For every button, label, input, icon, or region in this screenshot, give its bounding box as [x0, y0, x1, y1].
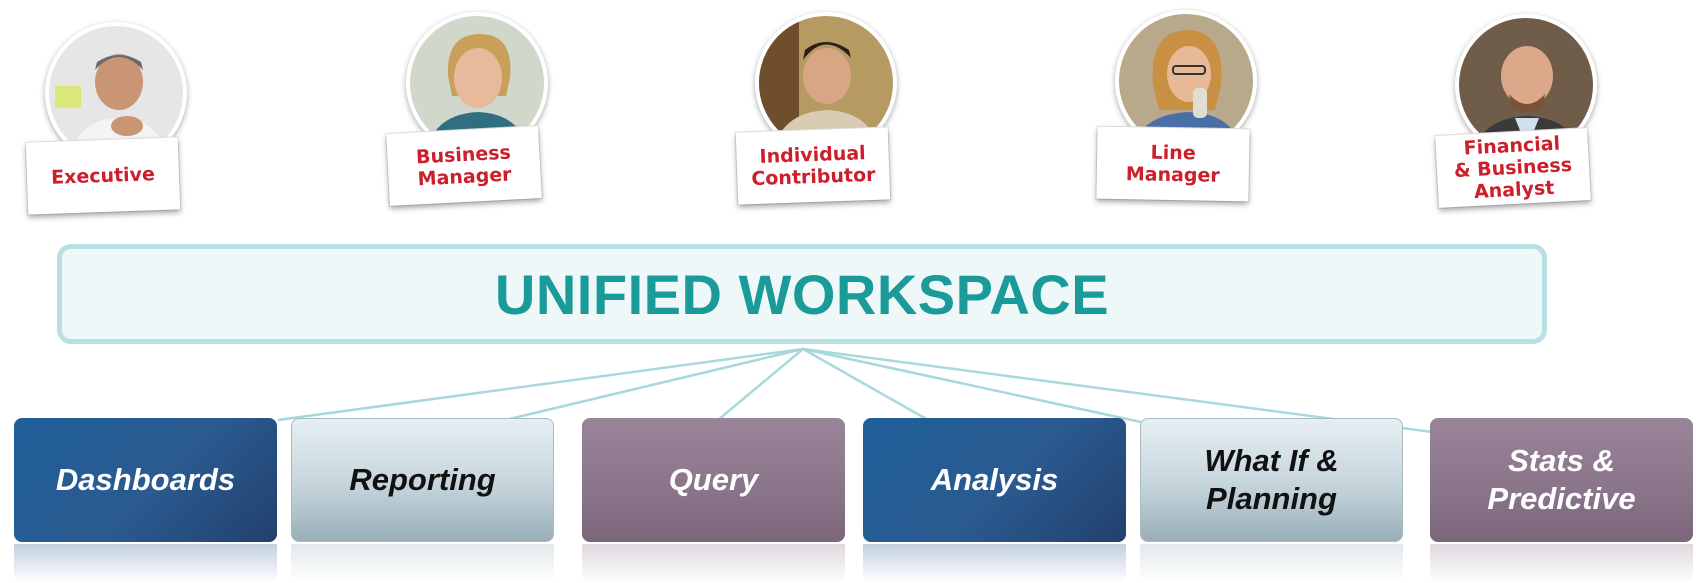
reflection: [863, 544, 1126, 583]
capability-what-if-planning: What If & Planning: [1140, 418, 1403, 542]
connector-what-if: [802, 347, 1151, 426]
unified-workspace-bar: UNIFIED WORKSPACE: [57, 244, 1547, 344]
capability-dashboards: Dashboards: [14, 418, 277, 542]
reflection: [1430, 544, 1693, 583]
connector-reporting-right: [504, 347, 804, 422]
persona-label: Executive: [25, 137, 181, 215]
persona-individual-contributor: Individual Contributor: [735, 12, 907, 242]
capability-query: Query: [582, 418, 845, 542]
persona-line-manager: Line Manager: [1096, 10, 1267, 240]
persona-label: Financial & Business Analyst: [1435, 128, 1591, 208]
connector-analysis: [802, 347, 929, 422]
unified-workspace-title: UNIFIED WORKSPACE: [494, 262, 1110, 326]
reflection: [1140, 544, 1403, 583]
connector-reporting-left: [277, 347, 804, 422]
reflection: [291, 544, 554, 583]
persona-executive: Executive: [25, 22, 197, 252]
persona-financial-business-analyst: Financial & Business Analyst: [1435, 14, 1607, 244]
reflection: [582, 544, 845, 583]
capability-reporting: Reporting: [291, 418, 554, 542]
reflection: [14, 544, 277, 583]
capability-analysis: Analysis: [863, 418, 1126, 542]
persona-business-manager: Business Manager: [386, 12, 558, 242]
capability-stats-predictive: Stats & Predictive: [1430, 418, 1693, 542]
persona-label: Individual Contributor: [735, 127, 891, 205]
persona-label: Line Manager: [1096, 126, 1250, 202]
persona-label: Business Manager: [386, 126, 542, 206]
connector-query: [717, 348, 804, 421]
